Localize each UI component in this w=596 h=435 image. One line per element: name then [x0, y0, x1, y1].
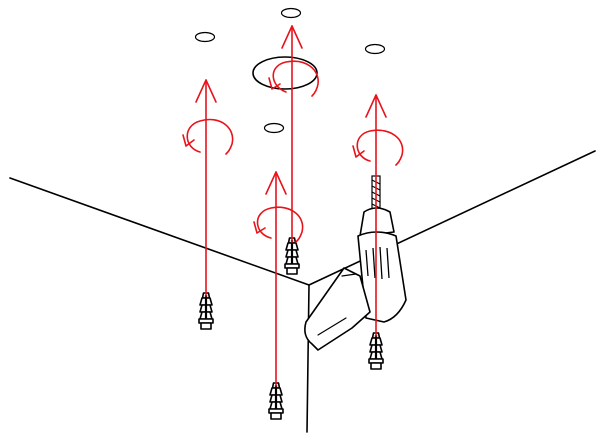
ceiling-holes [194, 7, 386, 134]
wall-plug-anchor-icon [267, 381, 285, 421]
clockwise-rotation-arrow-icon [352, 129, 404, 166]
ceiling-corner [9, 150, 596, 433]
insert-arrows [195, 25, 387, 387]
upward-insert-arrow-icon [195, 79, 217, 297]
ceiling-hole [364, 43, 386, 55]
right-ceiling-edge [308, 150, 596, 286]
clockwise-rotation-arrow-icon [182, 118, 234, 155]
wall-plug-anchor-icon [283, 236, 301, 276]
ceiling-hole [263, 122, 285, 134]
rotation-arrows [182, 60, 404, 243]
upward-insert-arrow-icon [265, 171, 287, 387]
wall-anchors [197, 236, 385, 421]
ceiling-hole [194, 31, 216, 43]
power-drill-icon [304, 175, 407, 351]
wall-plug-anchor-icon [367, 331, 385, 371]
left-ceiling-edge [9, 177, 310, 286]
clockwise-rotation-arrow-icon [253, 206, 304, 243]
wall-plug-anchor-icon [197, 291, 215, 331]
wall-corner-edge [306, 284, 310, 433]
upward-insert-arrow-icon [365, 94, 387, 337]
ceiling-hole [280, 7, 302, 19]
clockwise-rotation-arrow-icon [268, 60, 319, 97]
